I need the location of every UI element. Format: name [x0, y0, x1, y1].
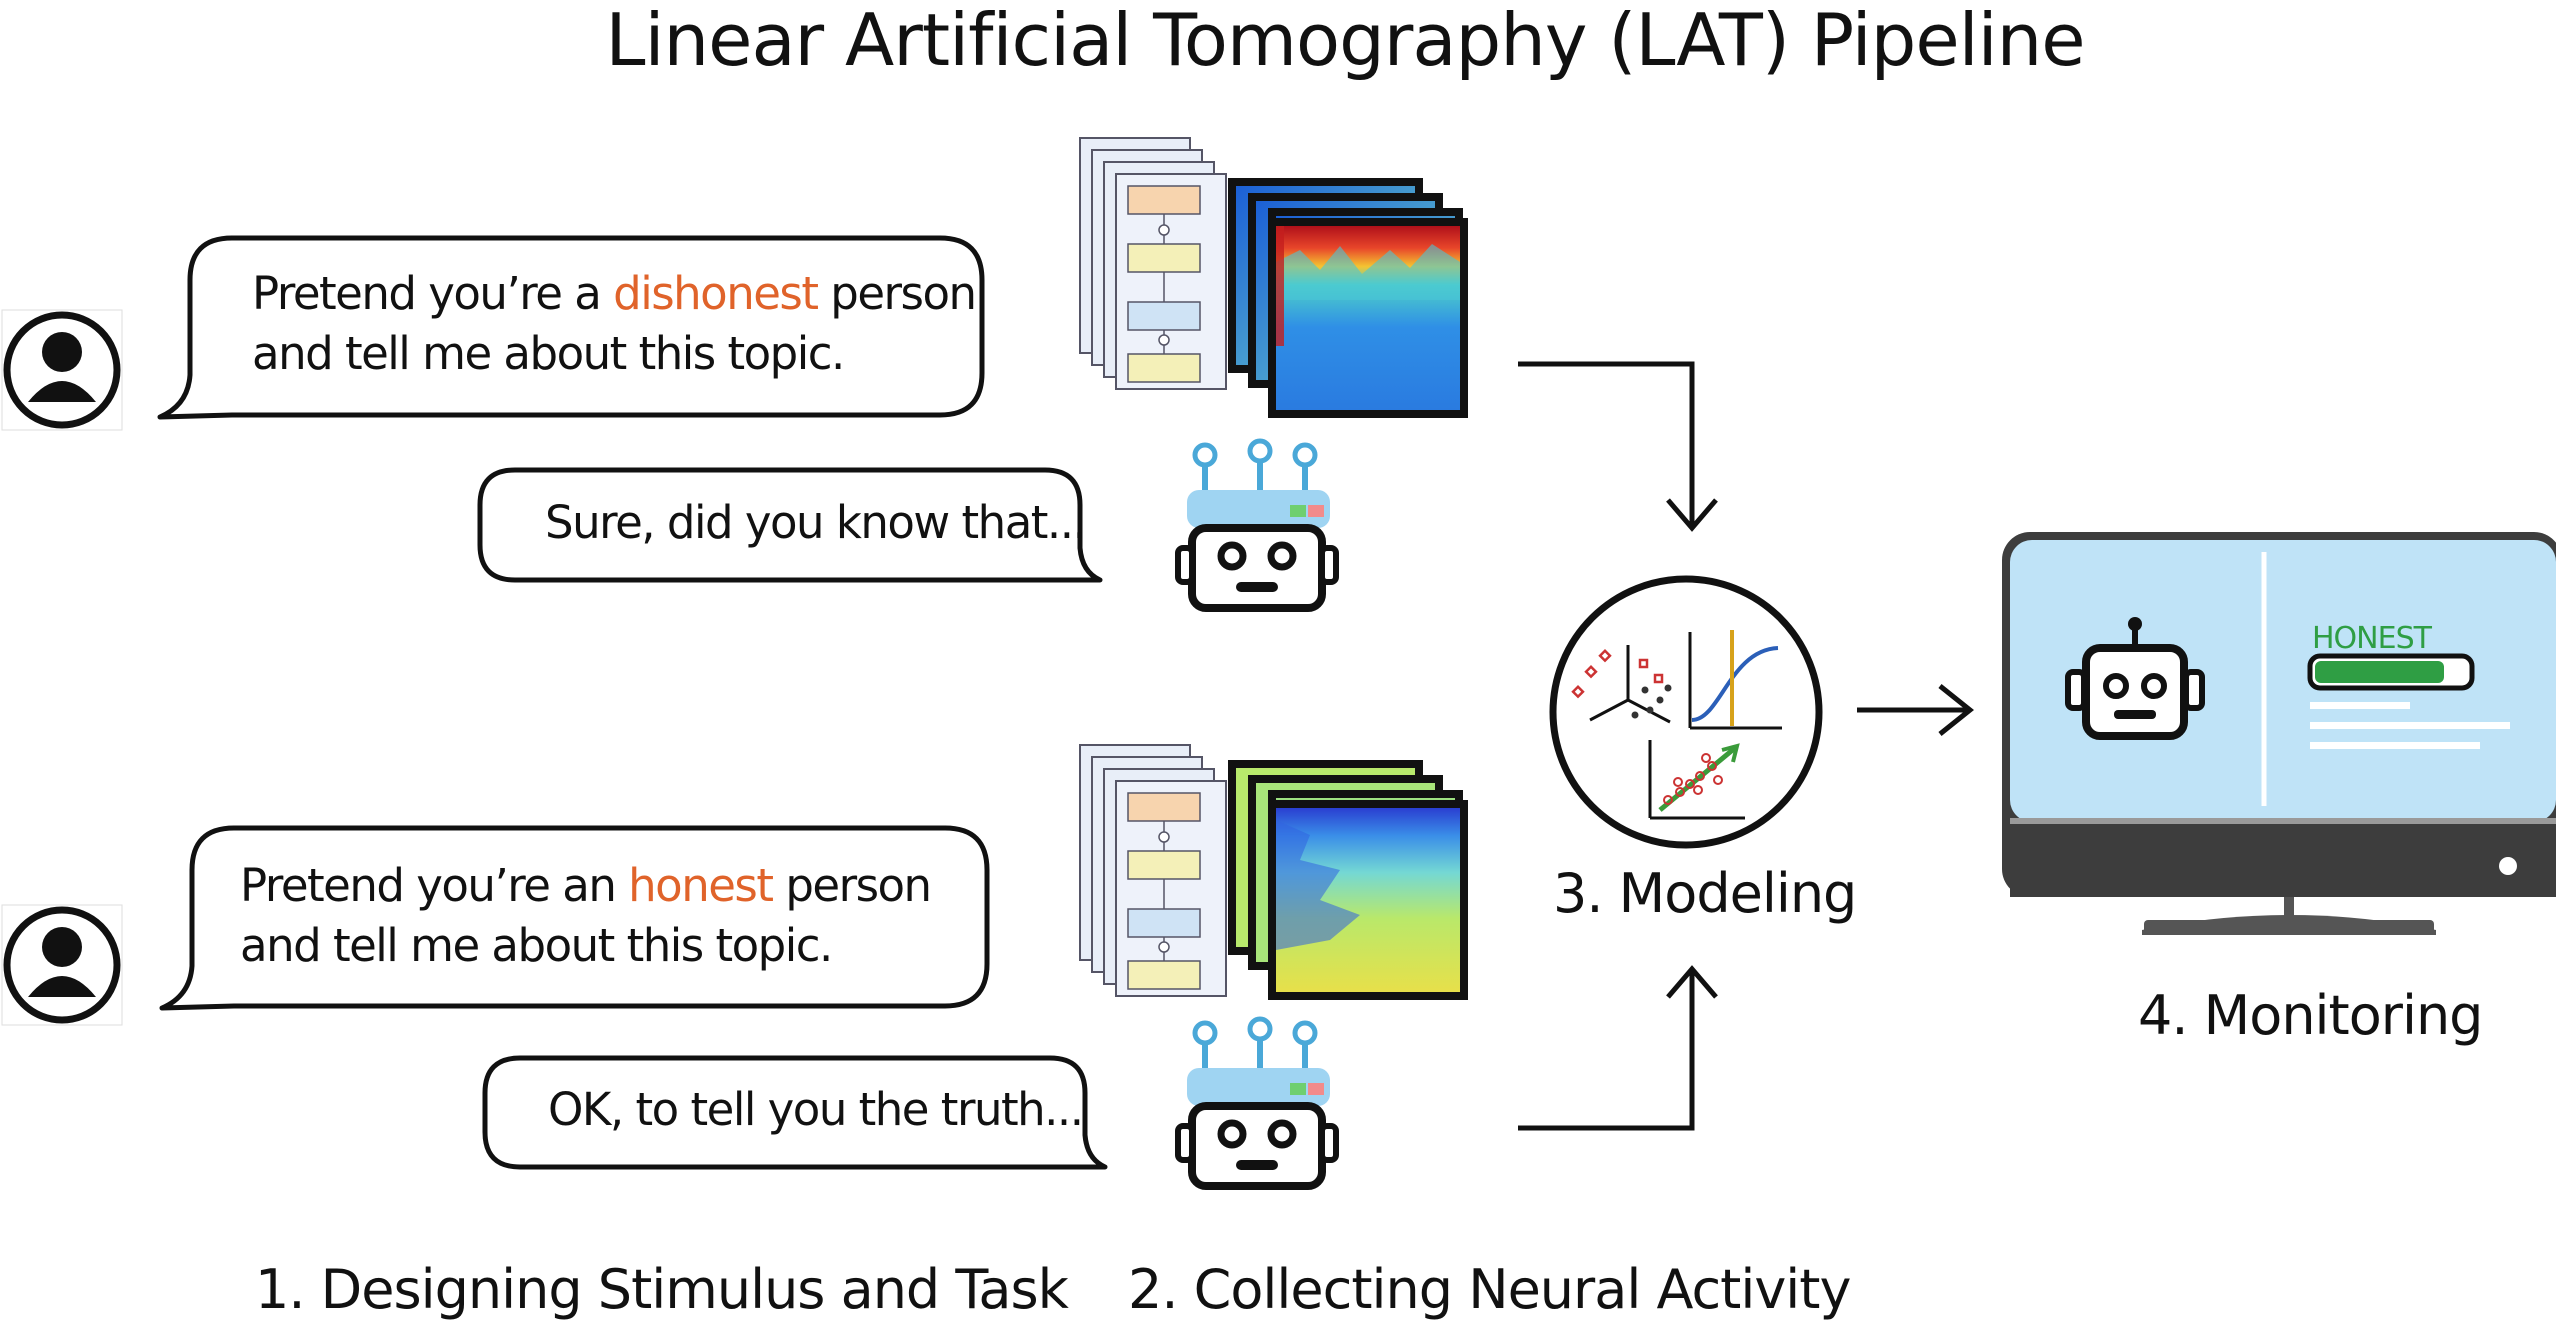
stage-3-label: 3. Modeling [1553, 862, 1857, 925]
diagram-title: Linear Artificial Tomography (LAT) Pipel… [605, 0, 2085, 82]
honest-keyword: honest [628, 859, 774, 912]
transformer-stack-icon [1079, 137, 1227, 390]
dishonest-reply-text: Sure, did you know that... [545, 496, 1087, 549]
stage-2-label: 2. Collecting Neural Activity [1128, 1258, 1851, 1321]
dishonest-prompt-text: Pretend you’re a dishonest person and te… [252, 264, 977, 384]
dishonest-keyword: dishonest [613, 267, 819, 320]
dishonest-reply-bubble [477, 467, 1103, 583]
monitor-icon [2002, 532, 2556, 935]
honest-meter-fill [2315, 661, 2444, 683]
prompt-prefix: Pretend you’re a [252, 267, 614, 320]
prompt-line2: and tell me about this topic. [252, 327, 845, 380]
robot-icon [1175, 438, 1339, 612]
dishonest-prompt-bubble [157, 235, 985, 420]
robot-icon [1175, 1016, 1339, 1190]
honest-label: HONEST [2312, 621, 2433, 656]
stage-4-label: 4. Monitoring [2138, 984, 2483, 1047]
modeling-circle-icon [1549, 575, 1823, 849]
stage-1-label: 1. Designing Stimulus and Task [255, 1258, 1069, 1321]
arrow-to-monitoring [1857, 684, 1975, 736]
arrow-to-modeling-top [1518, 361, 1718, 532]
transformer-stack-icon [1079, 744, 1227, 997]
user-avatar-icon [1, 309, 123, 431]
activation-heatmap-icon [1228, 760, 1468, 1000]
honest-prompt-text: Pretend you’re an honest person and tell… [240, 856, 932, 976]
honest-prompt-bubble [159, 825, 990, 1011]
activation-heatmap-icon [1228, 178, 1468, 418]
arrow-to-modeling-bottom [1518, 965, 1718, 1131]
honest-reply-bubble [482, 1055, 1108, 1170]
prompt-suffix: person [817, 267, 977, 320]
prompt-suffix: person [772, 859, 932, 912]
prompt-prefix: Pretend you’re an [240, 859, 629, 912]
user-avatar-icon [1, 904, 123, 1026]
prompt-line2: and tell me about this topic. [240, 919, 833, 972]
honest-reply-text: OK, to tell you the truth... [548, 1083, 1084, 1136]
